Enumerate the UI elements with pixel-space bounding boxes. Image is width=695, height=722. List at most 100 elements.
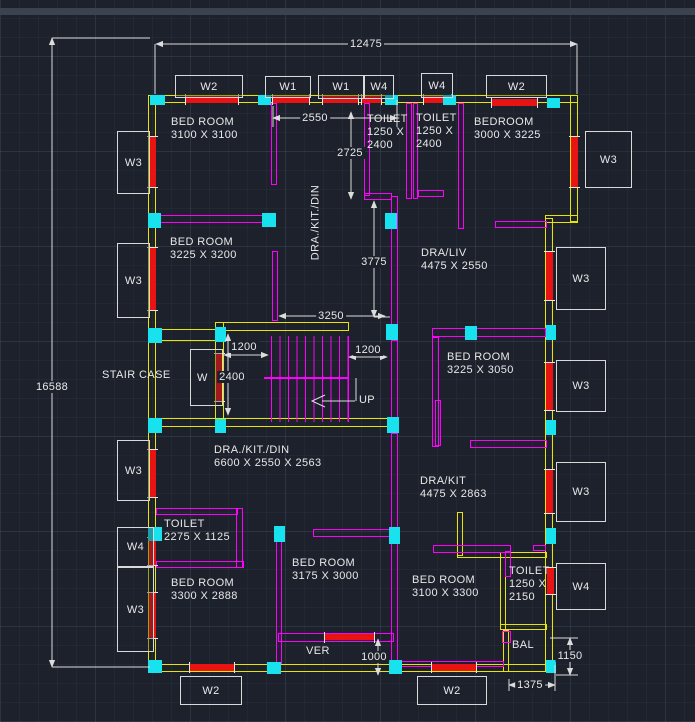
partition — [276, 527, 282, 664]
window-label-box: W3 — [585, 131, 632, 188]
column-junction — [258, 95, 271, 105]
column-junction — [546, 660, 556, 673]
column-junction — [385, 213, 397, 229]
window-label-box: W4 — [117, 527, 154, 567]
window-label: W3 — [572, 486, 590, 498]
dim-1150: 1150 — [555, 650, 585, 662]
wall-stair-top — [215, 322, 349, 331]
dim-2550: 2550 — [300, 112, 330, 124]
column-junction — [385, 95, 398, 105]
window-label: W4 — [370, 81, 388, 93]
window-label-box: W3 — [556, 247, 606, 310]
column-junction — [386, 324, 398, 340]
wall-left-link — [156, 329, 216, 341]
window-label-box: W2 — [486, 75, 547, 98]
window-label-box: W3 — [556, 360, 606, 412]
column-junction — [546, 325, 556, 340]
partition — [435, 400, 441, 446]
window-label: W1 — [279, 81, 297, 93]
stair-treads — [271, 336, 349, 422]
window-label-box: W4 — [556, 563, 606, 610]
partition — [313, 529, 393, 537]
partition — [236, 508, 243, 568]
partition — [278, 633, 394, 642]
window-label-box: W3 — [117, 567, 154, 652]
window-marker — [147, 592, 158, 639]
partition — [391, 340, 398, 420]
dim-1375: 1375 — [515, 679, 545, 691]
partition — [271, 103, 277, 185]
partition — [495, 221, 547, 228]
partition — [418, 190, 444, 197]
dim-1200-left: 1200 — [229, 341, 259, 353]
room-label: BAL — [512, 639, 534, 651]
column-junction — [148, 660, 162, 673]
window-marker — [147, 136, 158, 188]
partition — [156, 508, 238, 515]
window-label-box: W1 — [265, 76, 311, 98]
column-junction — [150, 95, 165, 105]
column-junction — [389, 660, 402, 674]
window-marker — [361, 94, 382, 105]
partition — [156, 215, 276, 223]
window-label-box: W3 — [117, 243, 150, 318]
window-label-box: W1 — [318, 75, 364, 99]
window-label-box: W3 — [117, 131, 150, 194]
partition — [406, 103, 412, 199]
column-junction — [215, 419, 226, 433]
window-label: W4 — [428, 79, 446, 92]
window-label: W3 — [124, 156, 143, 169]
dim-2725: 2725 — [335, 147, 365, 159]
partition — [432, 337, 439, 447]
column-junction — [546, 420, 556, 435]
window-label: W2 — [443, 684, 461, 697]
room-label: VER — [306, 645, 330, 657]
dim-1200-right: 1200 — [353, 344, 383, 356]
column-junction — [389, 527, 400, 544]
window-label: W4 — [572, 580, 590, 593]
window-marker — [569, 136, 580, 188]
column-junction — [387, 417, 399, 433]
column-junction — [215, 327, 226, 342]
wall-bal-left — [503, 630, 509, 672]
window-label: W4 — [126, 541, 145, 553]
window-label: W3 — [126, 603, 145, 616]
window-marker — [272, 94, 310, 105]
partition — [433, 545, 511, 553]
column-junction — [148, 328, 162, 343]
partition — [458, 103, 464, 229]
dim-3250: 3250 — [316, 310, 346, 322]
window-marker — [545, 567, 556, 595]
window-marker — [544, 362, 555, 411]
window-marker — [147, 247, 158, 311]
window-label-box: W3 — [117, 440, 150, 501]
window-label: W3 — [599, 153, 618, 166]
window-marker — [544, 251, 555, 301]
window-marker — [544, 469, 555, 514]
dim-2400: 2400 — [217, 371, 247, 383]
partition — [364, 193, 392, 200]
window-label: W2 — [507, 80, 526, 93]
window-label: W2 — [200, 80, 218, 93]
window-label: W3 — [572, 380, 590, 392]
window-label-box: W2 — [180, 676, 242, 705]
window-marker — [324, 632, 375, 643]
window-label-box: W2 — [417, 676, 487, 705]
partition — [502, 631, 511, 643]
dim-1000: 1000 — [359, 651, 389, 663]
window-label: W3 — [124, 464, 143, 477]
